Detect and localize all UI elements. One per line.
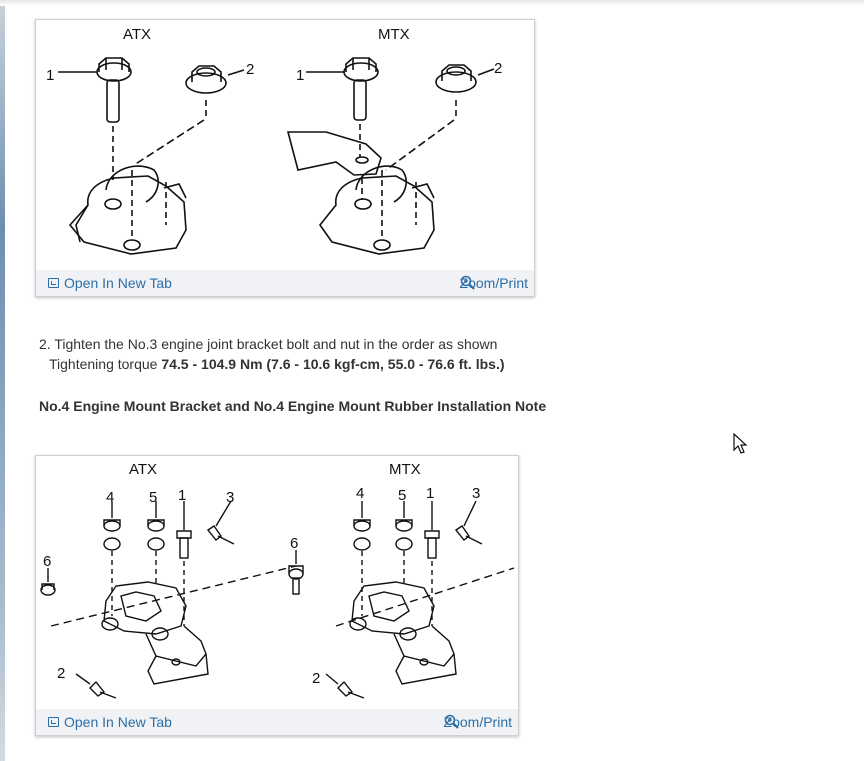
open-in-new-tab-label: Open In New Tab [64,714,172,730]
callout-2-atx: 2 [246,61,254,78]
diagram-engine-mount-no4: ATX MTX 4 5 1 3 6 2 6 4 5 1 3 2 [40,461,515,699]
callout-3-atx: 3 [226,489,234,506]
figure-engine-joint-bracket: ATX MTX 1 2 1 2 Open In New Tab Zoom/Pri… [35,19,535,297]
open-in-new-tab-label: Open In New Tab [64,275,172,291]
zoom-print-link[interactable]: Zoom/Print [460,275,528,291]
label-mtx: MTX [389,461,421,478]
header-shadow [0,0,864,6]
open-new-tab-icon [48,717,59,727]
diagram-engine-joint-bracket: ATX MTX 1 2 1 2 [46,26,502,255]
callout-6-atx: 6 [43,553,51,570]
callout-6-center: 6 [290,535,298,552]
zoom-icon [460,275,475,290]
label-mtx: MTX [378,26,410,43]
open-new-tab-icon [48,278,59,288]
zoom-print-label: Zoom/Print [459,275,528,291]
mouse-cursor-icon [733,433,748,454]
zoom-icon [444,714,459,729]
open-in-new-tab-link[interactable]: Open In New Tab [48,714,172,730]
tightening-torque: Tightening torque 74.5 - 104.9 Nm (7.6 -… [49,354,505,374]
zoom-print-label: Zoom/Print [443,714,512,730]
callout-1-atx: 1 [178,487,186,504]
step-2-text: 2. Tighten the No.3 engine joint bracket… [39,336,498,352]
section-heading: No.4 Engine Mount Bracket and No.4 Engin… [39,398,547,414]
callout-5-atx: 5 [149,489,157,506]
callout-2-mtx: 2 [494,60,502,77]
open-in-new-tab-link[interactable]: Open In New Tab [48,275,172,291]
label-atx: ATX [123,26,151,43]
callout-1-mtx: 1 [426,485,434,502]
callout-4-mtx: 4 [356,485,364,502]
callout-2-mtx: 2 [312,670,320,687]
figure-toolbar: Open In New Tab Zoom/Print [36,709,518,735]
callout-1-atx: 1 [46,67,54,84]
torque-label: Tightening torque [49,356,158,372]
callout-3-mtx: 3 [472,485,480,502]
figure-engine-mount-no4: ATX MTX 4 5 1 3 6 2 6 4 5 1 3 2 Open In … [35,455,519,736]
callout-2-atx: 2 [57,665,65,682]
torque-value: 74.5 - 104.9 Nm (7.6 - 10.6 kgf-cm, 55.0… [161,356,505,372]
callout-4-atx: 4 [106,489,114,506]
window-left-edge [0,0,5,761]
callout-1-mtx: 1 [296,67,304,84]
figure-toolbar: Open In New Tab Zoom/Print [36,270,534,296]
callout-5-mtx: 5 [398,487,406,504]
zoom-print-link[interactable]: Zoom/Print [444,714,512,730]
label-atx: ATX [129,461,157,478]
